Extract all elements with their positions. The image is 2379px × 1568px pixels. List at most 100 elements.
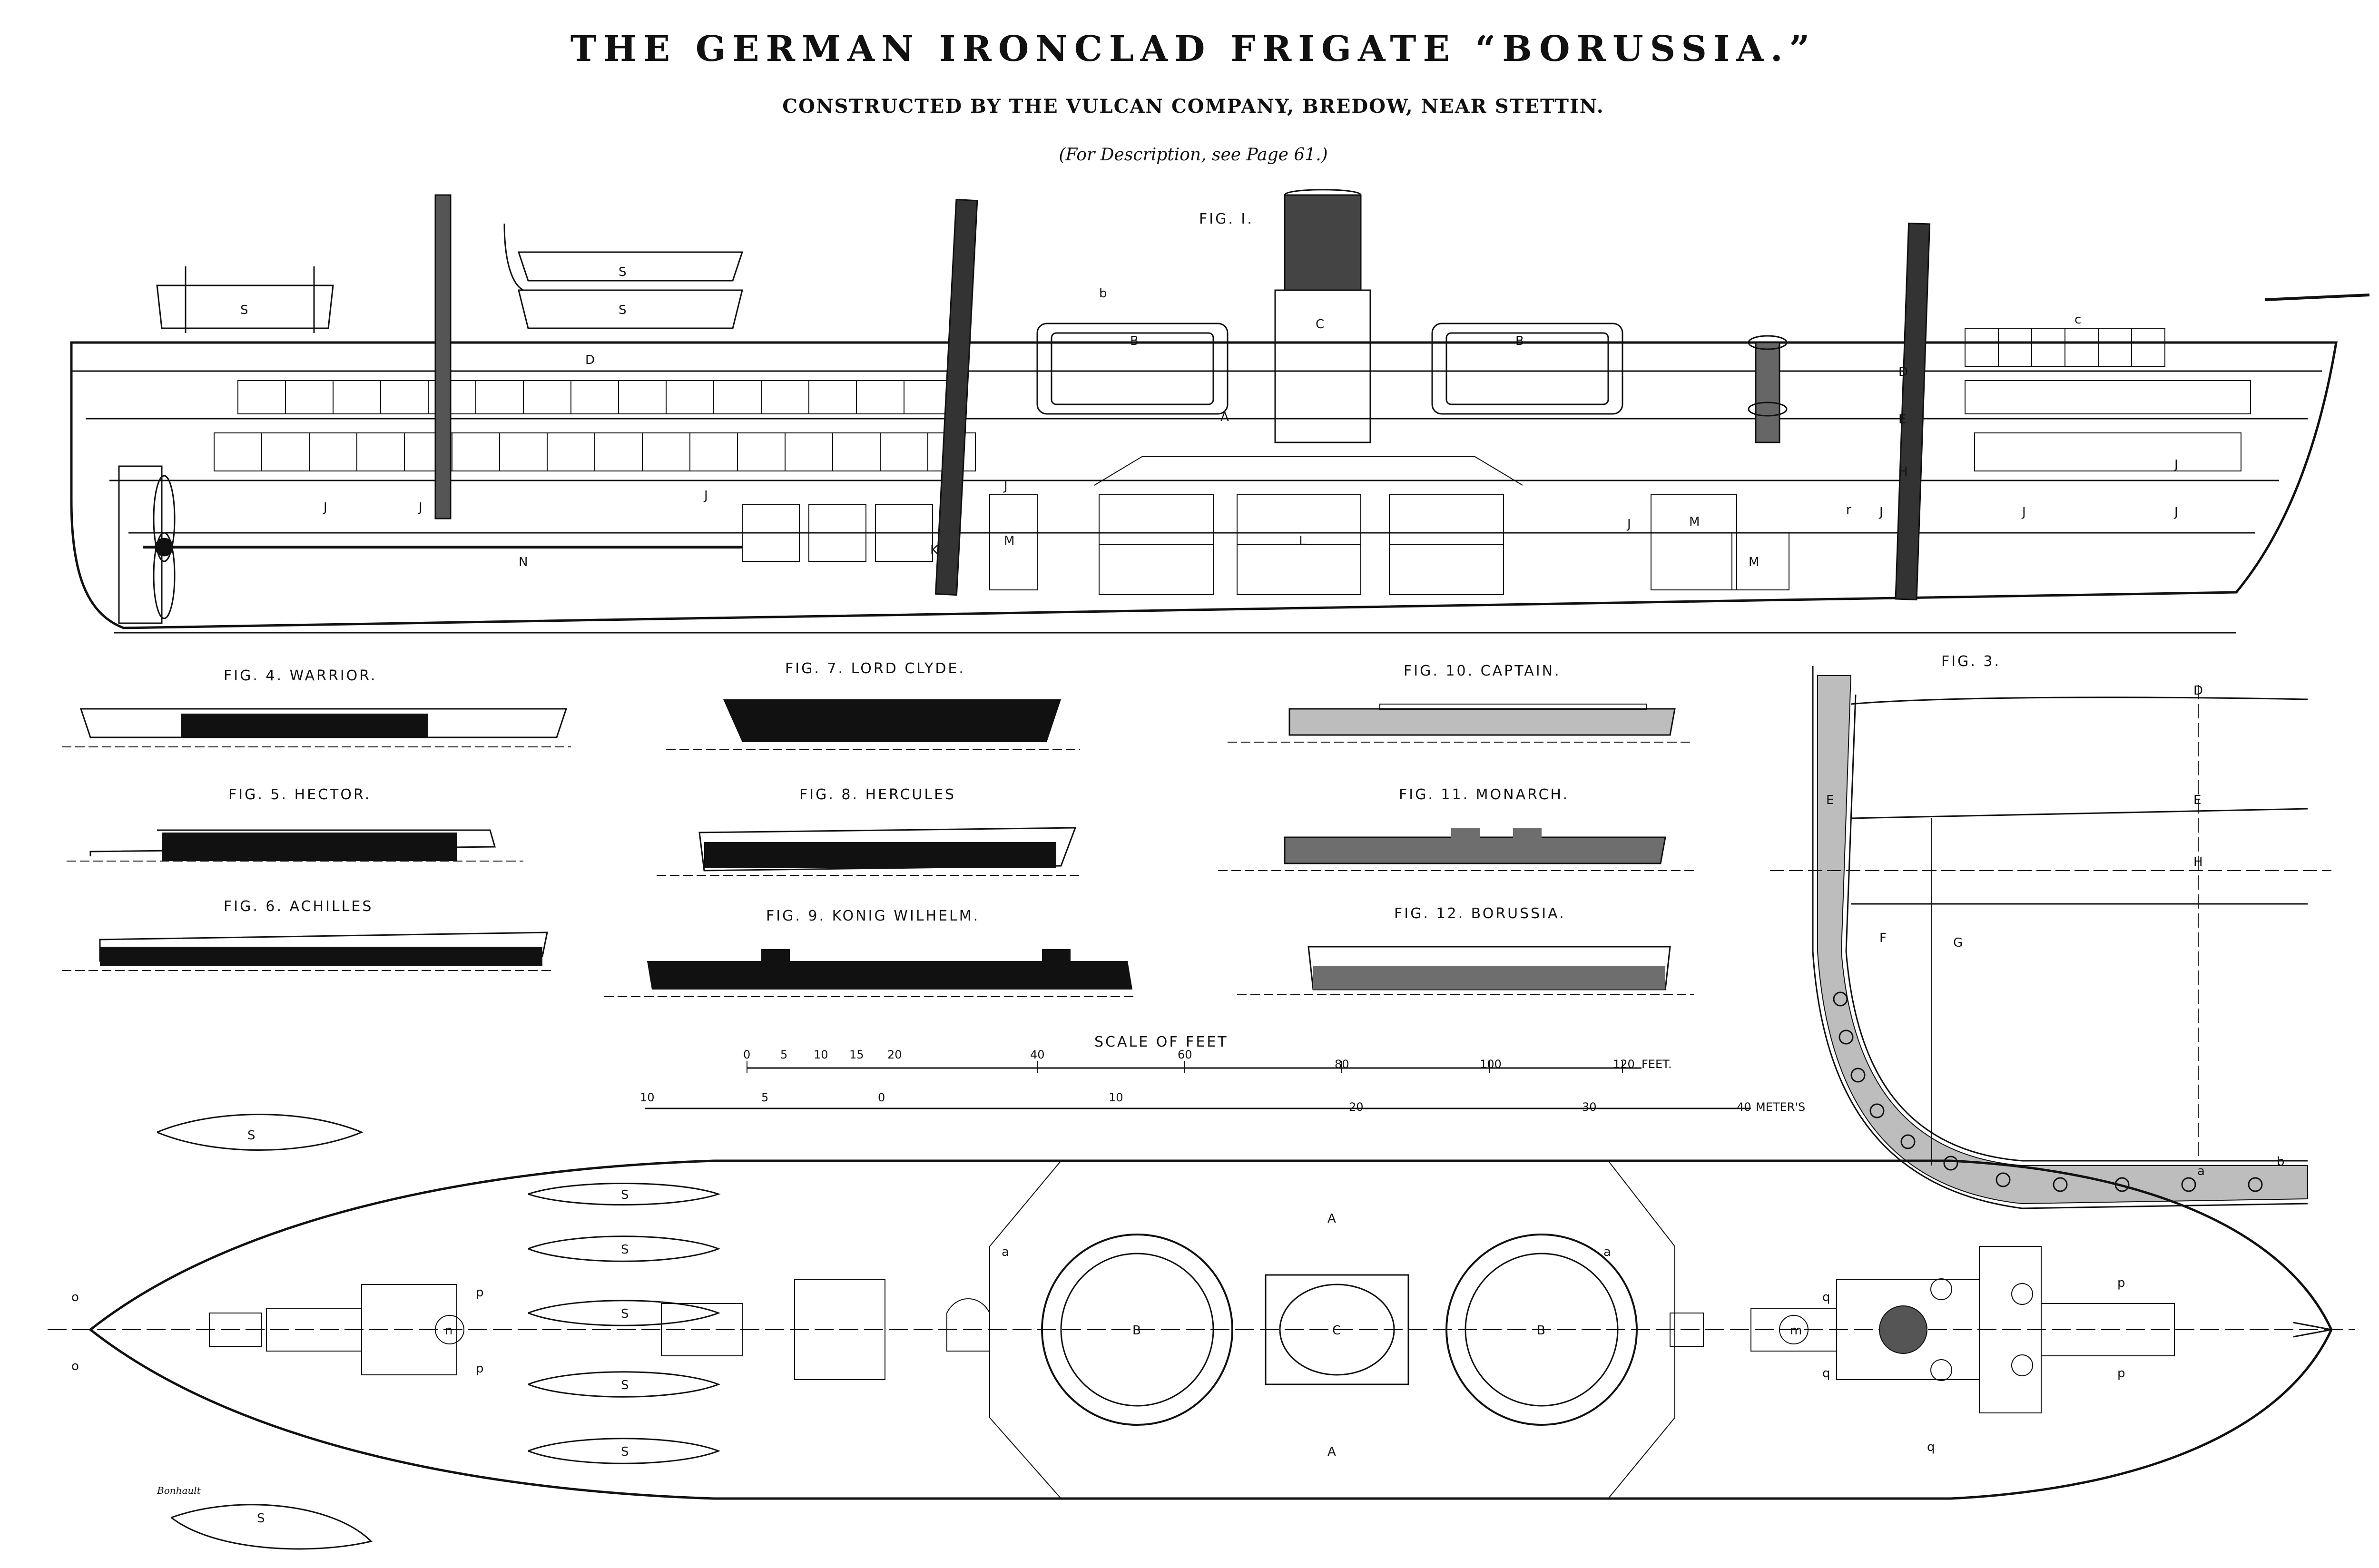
funnel: C bbox=[1274, 189, 1371, 443]
fig4-warrior: FIG. 4. WARRIOR. bbox=[62, 667, 571, 747]
feet-tick-label: 20 bbox=[887, 1048, 902, 1061]
svg-text:a: a bbox=[2197, 1164, 2205, 1178]
svg-text:J: J bbox=[418, 500, 423, 515]
svg-text:M: M bbox=[1004, 534, 1014, 548]
scale-of-feet: SCALE OF FEET 0 5 10 15 20 40 60 80 100 … bbox=[640, 1034, 1805, 1114]
svg-text:FIG. 9. KONIG WILHELM.: FIG. 9. KONIG WILHELM. bbox=[766, 908, 980, 924]
funnel-plan: C bbox=[1265, 1274, 1409, 1385]
svg-text:b: b bbox=[1099, 286, 1107, 301]
deck-boats: S S S S S bbox=[528, 1183, 721, 1464]
citadel bbox=[989, 1160, 1675, 1499]
fig1-caption: FIG. I. bbox=[1199, 211, 1254, 227]
svg-text:S: S bbox=[257, 1511, 265, 1526]
svg-text:S: S bbox=[240, 303, 248, 317]
svg-text:r: r bbox=[1846, 503, 1851, 517]
fore-mast bbox=[1895, 222, 1931, 601]
svg-text:S: S bbox=[621, 1445, 629, 1459]
capstan bbox=[1748, 335, 1788, 443]
svg-text:S: S bbox=[247, 1128, 256, 1143]
svg-text:H: H bbox=[2193, 855, 2203, 869]
bow-tip bbox=[2293, 1322, 2332, 1338]
svg-text:FIG. 6. ACHILLES: FIG. 6. ACHILLES bbox=[224, 898, 373, 915]
svg-text:D: D bbox=[1898, 365, 1908, 379]
quarter-boat-starboard: S bbox=[171, 1504, 373, 1550]
fig12-borussia: FIG. 12. BORUSSIA. bbox=[1237, 905, 1694, 995]
svg-text:q: q bbox=[1822, 1290, 1830, 1304]
fig8-hercules: FIG. 8. HERCULES bbox=[657, 786, 1080, 876]
svg-text:J: J bbox=[323, 500, 327, 515]
plate-title: THE GERMAN IRONCLAD FRIGATE “BORUSSIA.” bbox=[570, 29, 1817, 69]
scale-title: SCALE OF FEET bbox=[1094, 1034, 1229, 1050]
meter-tick-label: 40 bbox=[1737, 1100, 1751, 1114]
svg-text:p: p bbox=[2117, 1276, 2125, 1290]
svg-text:K: K bbox=[930, 543, 939, 558]
boat-s-upper: S bbox=[503, 223, 744, 291]
fig11-monarch: FIG. 11. MONARCH. bbox=[1218, 786, 1694, 871]
frame-outer bbox=[1812, 666, 2308, 1209]
meter-tick-label: 30 bbox=[1582, 1100, 1597, 1114]
armour-belt bbox=[1817, 675, 2308, 1205]
label-D-fig1: D bbox=[585, 353, 595, 367]
rudder bbox=[118, 465, 163, 624]
fig5-hector: FIG. 5. HECTOR. bbox=[67, 786, 523, 862]
fig10-captain: FIG. 10. CAPTAIN. bbox=[1228, 663, 1694, 743]
fig6-achilles: FIG. 6. ACHILLES bbox=[62, 898, 552, 971]
turret-fore-section: B bbox=[1431, 323, 1623, 415]
deck-D bbox=[1850, 696, 2308, 705]
aft-fittings: n p p bbox=[209, 1279, 990, 1380]
store-rooms: J J J J J J J J J M M M r D E H b c bbox=[323, 286, 2178, 590]
quarter-boat-port: S bbox=[157, 1114, 364, 1151]
feet-tick-label: 60 bbox=[1178, 1048, 1192, 1061]
svg-text:J: J bbox=[1626, 517, 1631, 531]
svg-text:FIG. 8. HERCULES: FIG. 8. HERCULES bbox=[799, 786, 956, 803]
svg-text:L: L bbox=[1299, 534, 1306, 548]
svg-text:p: p bbox=[476, 1362, 484, 1376]
deck-E bbox=[1850, 808, 2308, 819]
svg-text:D: D bbox=[2193, 684, 2203, 698]
feet-tick-label: 10 bbox=[814, 1048, 828, 1061]
feet-tick-label: 15 bbox=[849, 1048, 864, 1061]
meter-unit: METER'S bbox=[1756, 1100, 1805, 1114]
svg-text:S: S bbox=[621, 1378, 629, 1392]
svg-text:S: S bbox=[619, 303, 627, 317]
svg-text:M: M bbox=[1689, 515, 1700, 529]
feet-tick-label: 120 bbox=[1613, 1058, 1635, 1071]
svg-text:J: J bbox=[2173, 458, 2178, 472]
svg-text:J: J bbox=[703, 489, 708, 503]
fig3-midship-section: FIG. 3. D E H F G E a b bbox=[1770, 653, 2331, 1209]
fore-fittings: m q q p p bbox=[1670, 1246, 2175, 1413]
svg-text:A: A bbox=[1327, 1445, 1336, 1459]
turret-aft-section: B bbox=[1036, 323, 1229, 415]
label-q-fore: q bbox=[1927, 1440, 1935, 1454]
svg-text:p: p bbox=[2117, 1366, 2125, 1381]
svg-text:c: c bbox=[2074, 313, 2081, 327]
label-o-stern: o bbox=[71, 1290, 79, 1304]
meter-tick-label: 5 bbox=[761, 1091, 768, 1104]
engraver-signature: Bonhault bbox=[157, 1485, 201, 1496]
svg-text:b: b bbox=[2277, 1155, 2285, 1169]
turret-fore-plan: B bbox=[1445, 1234, 1638, 1426]
feet-unit: FEET. bbox=[1642, 1058, 1672, 1071]
plate-subtitle: CONSTRUCTED BY THE VULCAN COMPANY, BREDO… bbox=[782, 95, 1604, 118]
svg-text:m: m bbox=[1790, 1323, 1802, 1338]
meter-tick-label: 10 bbox=[640, 1091, 655, 1104]
svg-text:C: C bbox=[1316, 317, 1324, 332]
svg-text:E: E bbox=[1826, 793, 1834, 807]
svg-text:S: S bbox=[621, 1188, 629, 1202]
svg-text:a: a bbox=[1002, 1245, 1009, 1259]
svg-text:B: B bbox=[1130, 334, 1139, 348]
svg-text:G: G bbox=[1953, 936, 1963, 950]
svg-text:FIG. 4. WARRIOR.: FIG. 4. WARRIOR. bbox=[224, 667, 377, 684]
fig3-caption: FIG. 3. bbox=[1941, 653, 2001, 670]
svg-text:M: M bbox=[1749, 555, 1759, 569]
engines: K bbox=[742, 504, 939, 562]
fig1-longitudinal-section: FIG. I. bbox=[70, 189, 2370, 634]
svg-text:C: C bbox=[1332, 1323, 1341, 1338]
feet-tick-label: 0 bbox=[743, 1048, 750, 1061]
svg-text:J: J bbox=[2021, 505, 2026, 519]
fig9-konig-wilhelm: FIG. 9. KONIG WILHELM. bbox=[604, 908, 1137, 997]
main-mast bbox=[934, 198, 978, 596]
svg-text:p: p bbox=[476, 1285, 484, 1300]
svg-text:J: J bbox=[2173, 505, 2178, 519]
